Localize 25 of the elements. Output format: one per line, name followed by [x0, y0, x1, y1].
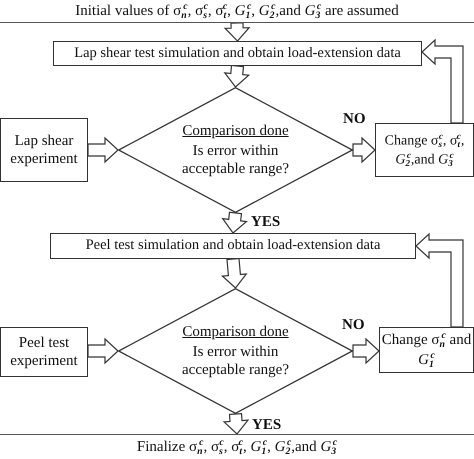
block-arrow [415, 232, 464, 328]
block-arrow [352, 338, 380, 364]
process-box [53, 41, 422, 66]
block-arrow [220, 258, 248, 289]
block-arrow [87, 136, 119, 164]
block-arrow [221, 212, 248, 234]
node-text: Lap shear experiment [9, 132, 79, 168]
decision-heading: Comparison done [182, 323, 289, 341]
node-text: Peel test experiment [9, 334, 79, 370]
decision-question: Is error within acceptable range? [181, 343, 290, 379]
node-text: Peel test simulation and obtain load-extension data [86, 237, 380, 255]
block-arrow [223, 64, 250, 88]
block-arrow [87, 338, 119, 364]
block-arrow [352, 136, 376, 164]
node-text: Lap shear test simulation and obtain load-extension data [74, 44, 401, 62]
input-box [0, 118, 88, 182]
block-arrow [224, 22, 250, 42]
process-box [50, 233, 416, 259]
node-text: Initial values of σ$_{n}$$^{c}$, σ$_{s}$$^{c}$, σ$_{t}$$^{c}$, G$_{1}$$^{c}$, G$_{2}$$^{c}$,and G$_{3}$$^{c}$ are assumed [75, 0, 399, 22]
process-box [375, 123, 474, 177]
decision-question: Is error within acceptable range? [181, 142, 290, 178]
decision-heading: Comparison done [182, 122, 289, 140]
input-box [0, 327, 88, 377]
block-arrow [421, 38, 464, 124]
block-arrow [222, 412, 250, 435]
